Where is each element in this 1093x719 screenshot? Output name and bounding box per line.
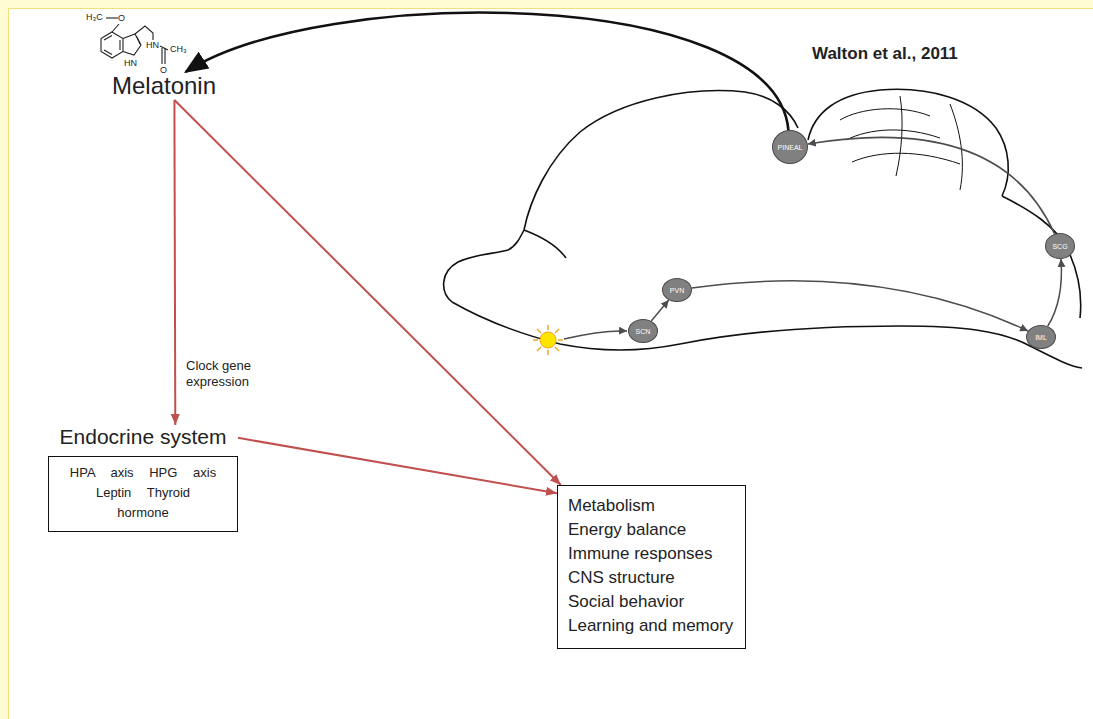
effect-arrow [238, 438, 557, 493]
box-text: Social behavior [568, 590, 733, 614]
page-ground [8, 8, 1093, 719]
edge-label: Clock gene expression [186, 358, 276, 390]
box-text: CNS structure [568, 566, 733, 590]
box-heading: Endocrine system [48, 425, 238, 449]
nucleus-circle: PVN [662, 278, 692, 302]
endocrine-box: Endocrine systemHPA axis HPG axis Leptin… [48, 425, 238, 532]
ganglion-circle: SCG [1045, 233, 1075, 259]
effects-box: MetabolismEnergy balanceImmune responses… [557, 485, 746, 649]
box-text: HPA axis HPG axis Leptin Thyroid hormone [68, 463, 218, 523]
effect-arrow [173, 100, 176, 425]
cortex-outline [444, 91, 798, 302]
node-label: IML [1035, 334, 1047, 341]
box-text: Metabolism [568, 494, 733, 518]
brain-base [452, 302, 1082, 368]
nucleus-circle: IML [1026, 325, 1056, 349]
neural-pathway [692, 281, 1028, 331]
node-label: PVN [670, 287, 684, 294]
brainstem-outline [1002, 196, 1081, 318]
atom-label: CH₃ [170, 44, 187, 54]
cerebellum-folds [840, 96, 962, 190]
box-text: Melatonin [112, 72, 216, 100]
pineal-gland: PINEAL [772, 130, 808, 164]
sun-icon [533, 325, 563, 355]
atom-label: HN [124, 58, 137, 68]
cerebellum-outline [808, 89, 1008, 196]
secretion-arrow [186, 13, 789, 130]
neural-pathway [1048, 259, 1062, 326]
neural-pathway [808, 137, 1055, 234]
node-label: SCG [1052, 243, 1067, 250]
node-label: PINEAL [778, 144, 803, 151]
box-text: Immune responses [568, 542, 733, 566]
hormone-list-box: HPA axis HPG axis Leptin Thyroid hormone [48, 456, 238, 532]
brain-outline [444, 89, 1082, 368]
neural-pathway [651, 300, 668, 321]
citation: Walton et al., 2011 [812, 44, 958, 64]
node-label: SCN [636, 328, 651, 335]
box-text: Learning and memory [568, 614, 733, 638]
cortex-edge [524, 230, 566, 258]
melatonin-structure [101, 18, 168, 64]
box-text: Energy balance [568, 518, 733, 542]
atom-label: O [118, 13, 125, 23]
nucleus-circle: SCN [628, 319, 658, 343]
atom-label: HN [146, 40, 159, 50]
effect-arrow [174, 100, 560, 485]
light-input-line [564, 331, 627, 339]
molecule-name: Melatonin [112, 72, 216, 100]
atom-label: H₃C [86, 12, 103, 22]
atom-label: O [160, 65, 167, 75]
